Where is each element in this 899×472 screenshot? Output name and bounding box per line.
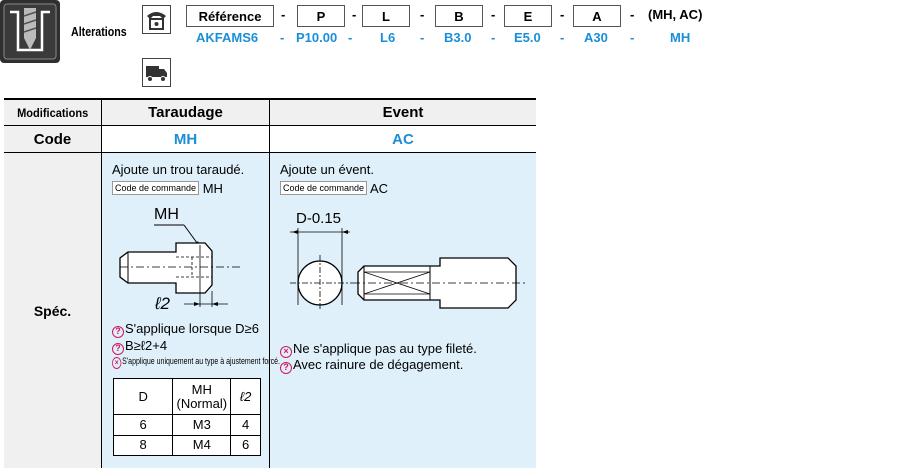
- note-forced-fit: ×S'applique uniquement au type à ajustem…: [112, 356, 280, 369]
- mini-header-l2: ℓ2: [230, 378, 261, 415]
- prohibited-icon: ×: [280, 346, 292, 358]
- tapped-hole-drawing: [119, 224, 240, 307]
- example-l: L6: [380, 30, 396, 45]
- order-code-tag: Code de commande: [280, 181, 368, 195]
- order-code-value: MH: [202, 181, 223, 196]
- example-dash: -: [630, 30, 635, 45]
- info-icon: ?: [112, 326, 124, 338]
- example-option: MH: [670, 30, 691, 45]
- note-b-constraint: ?B≥ℓ2+4: [112, 338, 167, 355]
- example-dash: -: [560, 30, 565, 45]
- ref-dash: -: [560, 7, 565, 22]
- table-row: 6 M3 4: [112, 414, 261, 436]
- drawing-label-mh: MH: [154, 206, 179, 223]
- ref-box-reference: Référence: [186, 5, 274, 27]
- col-header-event: Event: [270, 100, 536, 126]
- note-text: S'applique lorsque D≥6: [125, 321, 259, 336]
- example-e: E5.0: [514, 30, 541, 45]
- truck-icon: [142, 58, 171, 87]
- example-a: A30: [584, 30, 608, 45]
- cell-mh: M4: [172, 434, 232, 456]
- phone-icon: [142, 5, 171, 34]
- code-ac: AC: [270, 126, 536, 153]
- row-header-code: Code: [4, 126, 102, 153]
- ref-dash: -: [420, 7, 425, 22]
- spec-label: Spéc.: [33, 302, 72, 319]
- note-text: S'applique uniquement au type à ajusteme…: [122, 356, 280, 366]
- note-text: Avec rainure de dégagement.: [293, 357, 464, 372]
- order-code-value: AC: [369, 181, 389, 196]
- code-mh: MH: [102, 126, 270, 153]
- row-header-spec: Spéc.: [4, 153, 102, 468]
- prohibited-icon: ×: [112, 357, 122, 369]
- cell-d: 6: [112, 414, 174, 436]
- mini-header-mh-line2: (Normal): [176, 395, 228, 411]
- product-logo: [0, 0, 60, 63]
- tapped-tool-icon: [3, 3, 57, 60]
- cell-d: 8: [112, 434, 174, 456]
- vent-drawing: [290, 228, 525, 310]
- ref-dash: -: [630, 7, 635, 22]
- event-order-code: Code de commande AC: [280, 181, 388, 196]
- col-header-modifications: Modifications: [4, 100, 102, 126]
- note-not-threaded: ×Ne s'applique pas au type fileté.: [280, 341, 477, 358]
- spec-event-cell: [270, 153, 536, 468]
- table-row: 8 M4 6: [112, 434, 261, 456]
- example-b: B3.0: [444, 30, 472, 45]
- tap-size-table: D MH (Normal) ℓ2 6 M3 4 8 M4 6: [112, 378, 261, 456]
- ref-options: (MH, AC): [648, 7, 703, 22]
- ref-box-e: E: [504, 5, 552, 27]
- example-part: AKFAMS6: [196, 30, 259, 45]
- example-dash: -: [491, 30, 496, 45]
- drawing-label-d: D-0.15: [296, 210, 342, 227]
- example-dash: -: [420, 30, 425, 45]
- note-text: Ne s'applique pas au type fileté.: [293, 341, 477, 356]
- cell-l2: 4: [230, 414, 261, 436]
- example-dash: -: [280, 30, 285, 45]
- cell-mh: M3: [172, 414, 232, 436]
- example-dash: -: [348, 30, 353, 45]
- note-relief-groove: ?Avec rainure de dégagement.: [280, 357, 463, 374]
- info-icon: ?: [112, 343, 124, 355]
- mini-header-mh-line1: MH: [191, 381, 212, 397]
- info-icon: ?: [280, 362, 292, 374]
- event-desc: Ajoute un évent.: [280, 162, 374, 177]
- modifications-label: Modifications: [16, 105, 89, 120]
- order-code-tag: Code de commande: [112, 181, 200, 195]
- ref-box-b: B: [435, 5, 483, 27]
- ref-box-a: A: [573, 5, 621, 27]
- ref-box-l: L: [362, 5, 410, 27]
- col-header-taraudage: Taraudage: [102, 100, 270, 126]
- ref-dash: -: [352, 7, 357, 22]
- ref-dash: -: [491, 7, 496, 22]
- cell-l2: 6: [230, 434, 261, 456]
- note-applies-d6: ?S'applique lorsque D≥6: [112, 321, 259, 338]
- alterations-label: Alterations: [71, 24, 127, 39]
- example-order-code: AKFAMS6 - P10.00 - L6 - B3.0 - E5.0 - A3…: [186, 30, 746, 46]
- mini-header-mh: MH (Normal): [172, 378, 232, 415]
- reference-row: Référence - P - L - B - E - A - (MH, AC): [186, 5, 786, 27]
- ref-box-p: P: [297, 5, 345, 27]
- example-p: P10.00: [296, 30, 338, 45]
- note-text: B≥ℓ2+4: [125, 338, 168, 353]
- drawing-label-l2: ℓ2: [155, 294, 170, 313]
- taraudage-order-code: Code de commande MH: [112, 181, 223, 196]
- taraudage-desc: Ajoute un trou taraudé.: [112, 162, 245, 177]
- mini-header-d: D: [112, 378, 174, 415]
- ref-dash: -: [281, 7, 286, 22]
